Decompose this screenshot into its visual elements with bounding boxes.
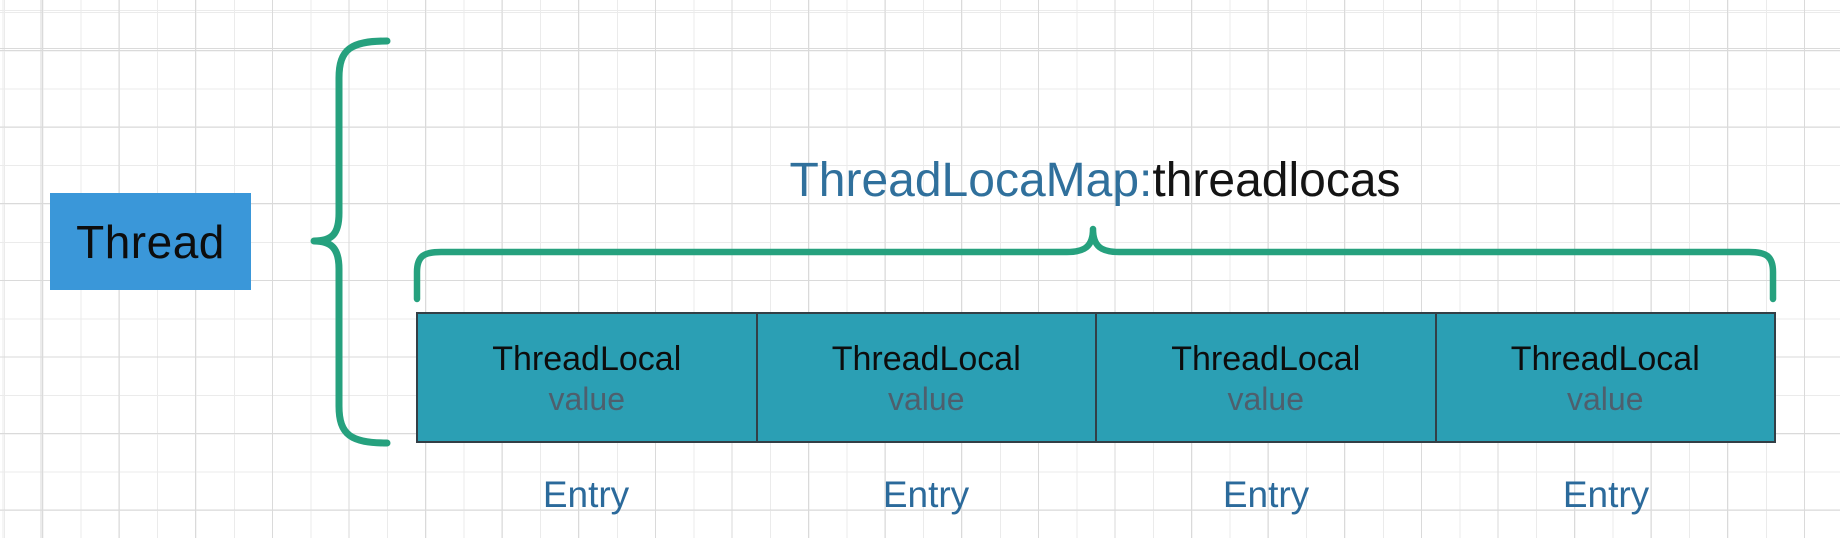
entry-cell: ThreadLocal value — [755, 314, 1095, 441]
map-title-class-part: ThreadLocaMap: — [789, 154, 1153, 207]
entry-cell-name: ThreadLocal — [1171, 339, 1361, 378]
threadlocal-map-row: ThreadLocal value ThreadLocal value Thre… — [416, 312, 1776, 443]
entry-cell: ThreadLocal value — [418, 314, 756, 441]
entry-caption: Entry — [1222, 474, 1310, 515]
thread-to-map-brace-icon — [310, 37, 391, 447]
thread-box-label: Thread — [76, 215, 225, 268]
entry-cell: ThreadLocal value — [1095, 314, 1435, 441]
entry-cell-value: value — [888, 380, 965, 417]
entry-caption-row: Entry Entry Entry Entry — [416, 472, 1776, 518]
map-title-field-part: threadlocas — [1152, 154, 1401, 207]
entry-caption: Entry — [882, 474, 970, 515]
thread-box: Thread — [50, 193, 251, 290]
map-to-entries-brace-icon — [413, 225, 1777, 303]
entry-cell-value: value — [1567, 380, 1644, 417]
entry-cell-name: ThreadLocal — [1510, 339, 1700, 378]
map-title: ThreadLocaMap:threadlocas — [417, 154, 1773, 208]
entry-caption: Entry — [542, 474, 630, 515]
entry-cell: ThreadLocal value — [1434, 314, 1774, 441]
entry-cell-name: ThreadLocal — [831, 339, 1021, 378]
entry-cell-value: value — [548, 380, 626, 417]
entry-caption: Entry — [1562, 474, 1650, 515]
entry-cell-name: ThreadLocal — [492, 339, 682, 378]
entry-cell-value: value — [1227, 380, 1305, 417]
